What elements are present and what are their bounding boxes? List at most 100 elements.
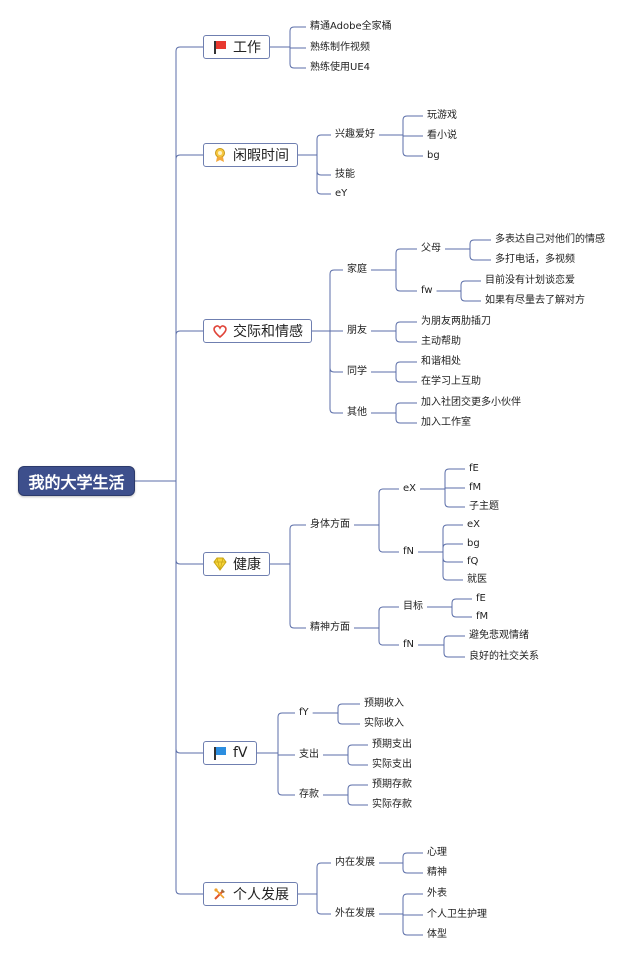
connector-line [378, 488, 399, 494]
diamond-icon [212, 556, 228, 572]
detail-item[interactable]: fN [403, 639, 415, 650]
detail-item[interactable]: 看小说 [427, 130, 457, 141]
connector-line [402, 151, 423, 157]
connector-line [289, 524, 306, 530]
detail-item[interactable]: 个人卫生护理 [427, 909, 487, 920]
detail-item[interactable]: 在学习上互助 [421, 376, 481, 387]
detail-item[interactable]: 实际存款 [372, 799, 412, 810]
detail-item[interactable]: 玩游戏 [427, 110, 457, 121]
leaf-item[interactable]: 良好的社交关系 [469, 651, 539, 662]
connector-line [337, 719, 360, 725]
connector-line [442, 524, 463, 530]
leaf-item[interactable]: fM [476, 611, 489, 622]
main-topic[interactable]: 闲暇时间 [203, 143, 298, 167]
leaf-item[interactable]: fQ [467, 556, 479, 567]
leaf-item[interactable]: eX [467, 519, 481, 530]
connector-line [460, 280, 481, 286]
subtopic[interactable]: 兴趣爱好 [335, 129, 375, 140]
leaf-item[interactable]: fE [469, 463, 479, 474]
subtopic[interactable]: 同学 [347, 366, 367, 377]
leaf-item[interactable]: 避免悲观情绪 [469, 630, 529, 641]
detail-item[interactable]: bg [427, 150, 440, 161]
detail-item[interactable]: fN [403, 546, 415, 557]
leaf-item[interactable]: bg [467, 538, 480, 549]
connector-line [451, 612, 472, 618]
connector-line [316, 189, 331, 195]
detail-item[interactable]: 为朋友两肋插刀 [421, 316, 491, 327]
detail-item[interactable]: 体型 [427, 929, 447, 940]
connector-line [395, 361, 417, 367]
leaf-item[interactable]: 多打电话，多视频 [495, 254, 575, 265]
detail-item[interactable]: 预期支出 [372, 739, 412, 750]
subtopic[interactable]: 身体方面 [310, 519, 350, 530]
connector-line [347, 760, 368, 766]
subtopic[interactable]: 熟练使用UE4 [310, 62, 370, 73]
detail-item[interactable]: 实际收入 [364, 718, 404, 729]
detail-item[interactable]: 加入社团交更多小伙伴 [421, 397, 521, 408]
leaf-item[interactable]: 子主题 [469, 501, 499, 512]
connector-line [175, 889, 203, 895]
subtopic[interactable]: 支出 [299, 749, 319, 760]
detail-item[interactable]: 预期存款 [372, 779, 412, 790]
detail-item[interactable]: 心理 [427, 847, 447, 858]
award-medal-icon [212, 147, 228, 163]
subtopic[interactable]: fY [299, 707, 309, 718]
connector-line [444, 468, 465, 474]
main-topic[interactable]: 健康 [203, 552, 270, 576]
subtopic[interactable]: 存款 [299, 789, 319, 800]
subtopic[interactable]: 其他 [347, 407, 367, 418]
connector-line [443, 635, 465, 641]
subtopic[interactable]: eY [335, 188, 348, 199]
subtopic[interactable]: 内在发展 [335, 857, 375, 868]
connector-line [442, 575, 463, 581]
detail-item[interactable]: 外表 [427, 888, 447, 899]
detail-item[interactable]: 目标 [403, 601, 423, 612]
connector-line [316, 862, 331, 868]
leaf-item[interactable]: 如果有尽量去了解对方 [485, 295, 585, 306]
root-topic[interactable]: 我的大学生活 [18, 466, 135, 496]
main-topic[interactable]: 工作 [203, 35, 270, 59]
subtopic[interactable]: 技能 [335, 169, 355, 180]
subtopic[interactable]: 熟练制作视频 [310, 42, 370, 53]
connector-line [451, 598, 472, 604]
detail-item[interactable]: 实际支出 [372, 759, 412, 770]
connector-line [329, 367, 343, 373]
subtopic[interactable]: 精神方面 [310, 622, 350, 633]
detail-item[interactable]: 主动帮助 [421, 336, 461, 347]
connector-line [395, 402, 417, 408]
connector-line [347, 800, 368, 806]
main-topic[interactable]: 个人发展 [203, 882, 298, 906]
detail-item[interactable]: 和谐相处 [421, 356, 461, 367]
connector-line [443, 652, 465, 658]
subtopic[interactable]: 家庭 [347, 264, 367, 275]
leaf-item[interactable]: fE [476, 593, 486, 604]
main-topic-label: 闲暇时间 [233, 148, 289, 164]
connector-line [402, 930, 423, 936]
subtopic[interactable]: 外在发展 [335, 908, 375, 919]
connector-line [378, 640, 399, 646]
main-topic[interactable]: fV [203, 741, 257, 765]
detail-item[interactable]: 预期收入 [364, 698, 404, 709]
detail-item[interactable]: 父母 [421, 243, 441, 254]
main-topic[interactable]: 交际和情感 [203, 319, 312, 343]
detail-item[interactable]: 精神 [427, 867, 447, 878]
leaf-item[interactable]: fM [469, 482, 482, 493]
heart-icon [213, 325, 227, 339]
subtopic[interactable]: 朋友 [347, 325, 367, 336]
leaf-item[interactable]: 多表达自己对他们的情感 [495, 234, 605, 245]
blue-flag-icon [212, 745, 228, 761]
connector-line [347, 784, 368, 790]
connector-line [378, 547, 399, 553]
detail-item[interactable]: eX [403, 483, 417, 494]
detail-item[interactable]: fw [421, 285, 433, 296]
detail-item[interactable]: 加入工作室 [421, 417, 471, 428]
tools-icon [212, 886, 228, 902]
subtopic[interactable]: 精通Adobe全家桶 [310, 21, 392, 32]
leaf-item[interactable]: 目前没有计划谈恋爱 [485, 275, 575, 286]
connector-line [289, 26, 306, 32]
leaf-item[interactable]: 就医 [467, 574, 487, 585]
connector-line [395, 377, 417, 383]
connector-line [347, 744, 368, 750]
